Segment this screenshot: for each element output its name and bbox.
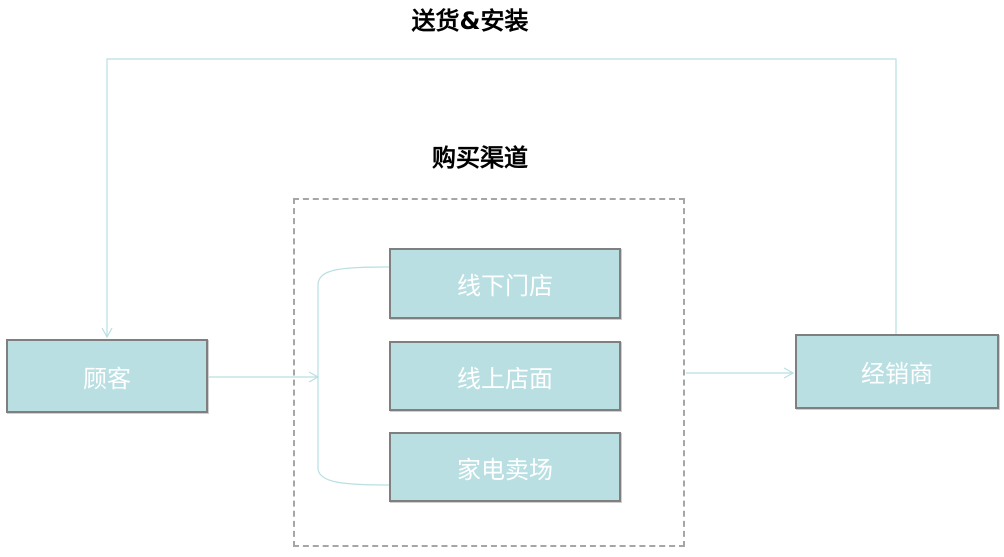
channel-group-frame bbox=[293, 198, 685, 547]
delivery-install-title: 送货&安装 bbox=[411, 7, 529, 35]
channel-node-appliance-mall: 家电卖场 bbox=[389, 432, 621, 502]
customer-node: 顾客 bbox=[6, 339, 208, 413]
channel-bracket bbox=[317, 266, 390, 486]
delivery-line bbox=[101, 58, 897, 339]
channel-node-online-store: 线上店面 bbox=[389, 341, 621, 411]
purchase-channel-title: 购买渠道 bbox=[432, 144, 528, 172]
channel-node-offline-store: 线下门店 bbox=[389, 248, 621, 319]
dealer-node: 经销商 bbox=[795, 334, 999, 409]
